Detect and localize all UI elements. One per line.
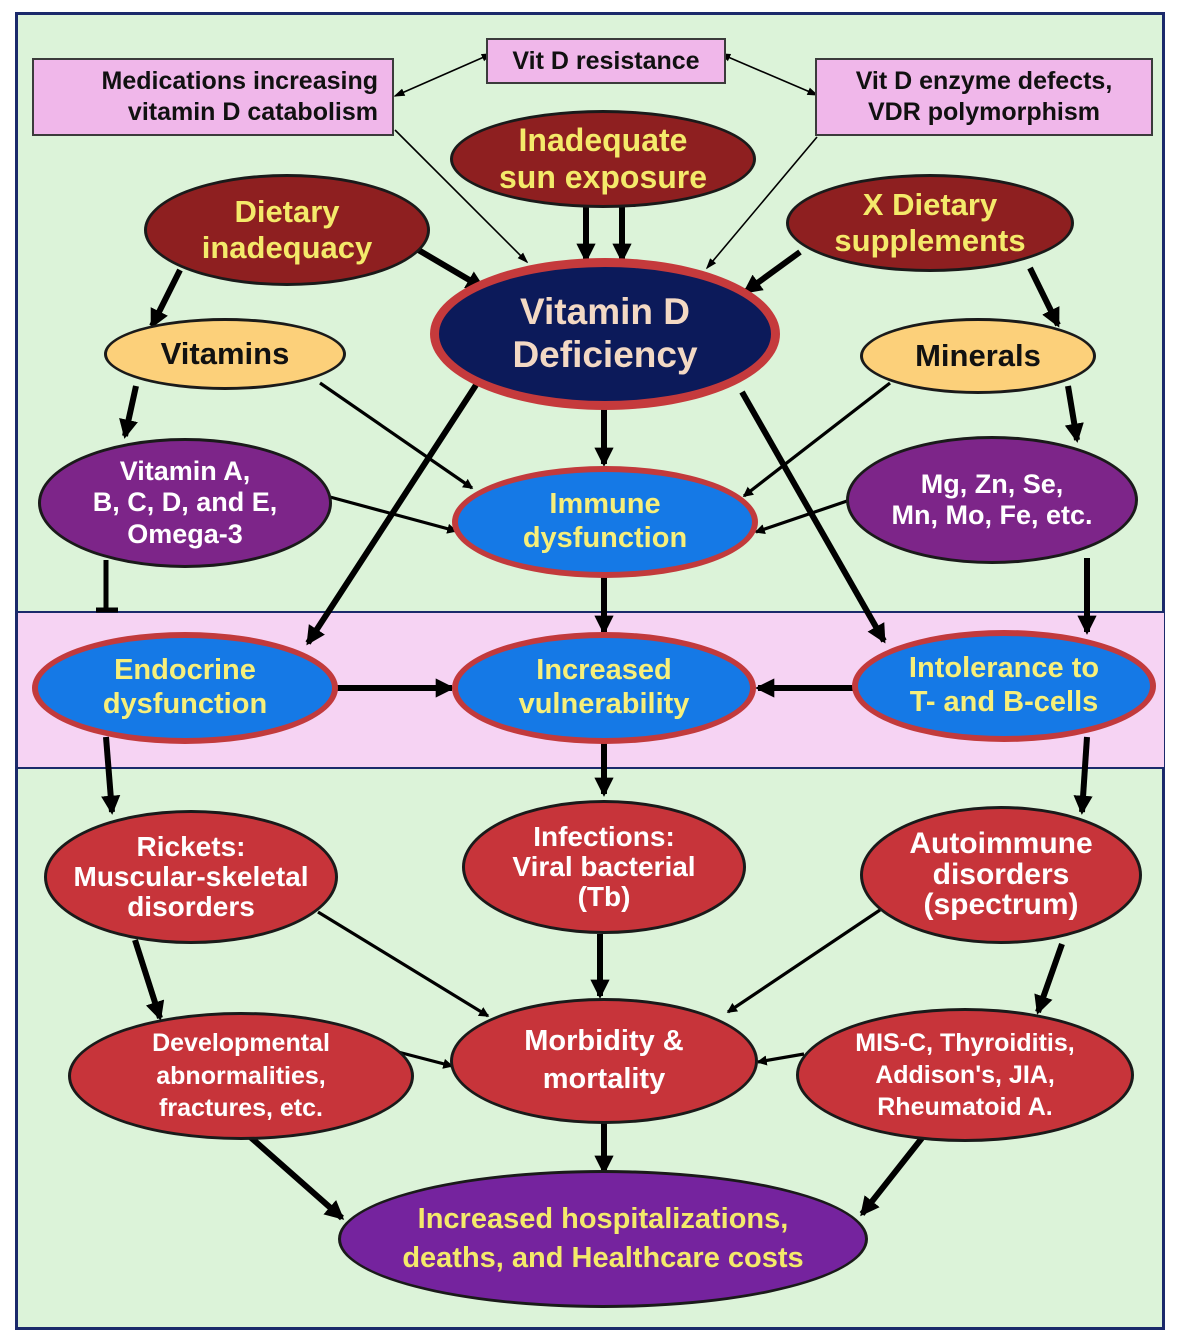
vitamins-node: Vitamins bbox=[104, 318, 346, 390]
infections-node: Infections: Viral bacterial (Tb) bbox=[462, 800, 746, 934]
hospitalizations-node: Increased hospitalizations, deaths, and … bbox=[338, 1170, 868, 1308]
arrow-medications-deficiency bbox=[394, 129, 529, 264]
arrow-misc-hospital bbox=[859, 1136, 925, 1217]
developmental-node: Developmental abnormalities, fractures, … bbox=[68, 1012, 414, 1140]
autoimmune-node: Autoimmune disorders (spectrum) bbox=[860, 806, 1142, 944]
arrow-developmental-hospital bbox=[246, 1132, 345, 1221]
arrow-supplements-deficiency bbox=[742, 249, 802, 295]
enzyme-defects-box: Vit D enzyme defects, VDR polymorphism bbox=[815, 58, 1153, 136]
arrow-resistance-enzyme bbox=[719, 53, 819, 96]
arrow-dietary-vitamins bbox=[149, 268, 183, 329]
arrow-dietary-deficiency bbox=[413, 245, 486, 291]
arrow-minerals-immune bbox=[742, 381, 891, 498]
rickets-node: Rickets: Muscular-skeletal disorders bbox=[44, 810, 338, 944]
arrow-misc-morbidity bbox=[756, 1052, 805, 1066]
arrow-developmental-morbidity bbox=[397, 1050, 454, 1069]
medications-box: Medications increasing vitamin D catabol… bbox=[32, 58, 394, 136]
arrow-vitamin-list-immune bbox=[329, 495, 458, 534]
increased-vulnerability-node: Increased vulnerability bbox=[452, 632, 756, 744]
endocrine-dysfunction-node: Endocrine dysfunction bbox=[32, 632, 338, 744]
arrow-resistance-medications bbox=[393, 53, 493, 97]
arrow-vitamins-list bbox=[119, 385, 139, 439]
arrow-autoimmune-morbidity bbox=[726, 908, 881, 1014]
arrow-enzyme-deficiency bbox=[705, 136, 818, 270]
dietary-supplements-node: X Dietary supplements bbox=[786, 174, 1074, 272]
arrow-vitamins-immune bbox=[319, 381, 474, 490]
immune-dysfunction-node: Immune dysfunction bbox=[452, 466, 758, 578]
vitamin-d-deficiency-node: Vitamin D Deficiency bbox=[430, 258, 780, 410]
dietary-inadequacy-node: Dietary inadequacy bbox=[144, 174, 430, 286]
vit-d-resistance-box: Vit D resistance bbox=[486, 38, 726, 84]
arrow-rickets-developmental bbox=[132, 939, 165, 1021]
arrow-deficiency-intolerance bbox=[739, 390, 887, 644]
minerals-node: Minerals bbox=[860, 318, 1096, 394]
arrow-minerals-list bbox=[1064, 385, 1084, 443]
arrow-mineral-list-immune bbox=[754, 498, 851, 535]
arrow-endocrine-rickets bbox=[101, 736, 121, 815]
misc-conditions-node: MIS-C, Thyroiditis, Addison's, JIA, Rheu… bbox=[796, 1008, 1134, 1142]
vitamin-list-node: Vitamin A, B, C, D, and E, Omega-3 bbox=[38, 438, 332, 568]
arrow-autoimmune-misc bbox=[1034, 943, 1065, 1015]
arrow-supplements-minerals bbox=[1027, 266, 1061, 328]
intolerance-node: Intolerance to T- and B-cells bbox=[852, 630, 1156, 742]
arrow-rickets-morbidity bbox=[317, 910, 490, 1018]
arrow-intolerance-autoimmune bbox=[1073, 736, 1093, 815]
morbidity-node: Morbidity & mortality bbox=[450, 998, 758, 1124]
mineral-list-node: Mg, Zn, Se, Mn, Mo, Fe, etc. bbox=[846, 436, 1138, 564]
inadequate-sun-node: Inadequate sun exposure bbox=[450, 110, 756, 208]
